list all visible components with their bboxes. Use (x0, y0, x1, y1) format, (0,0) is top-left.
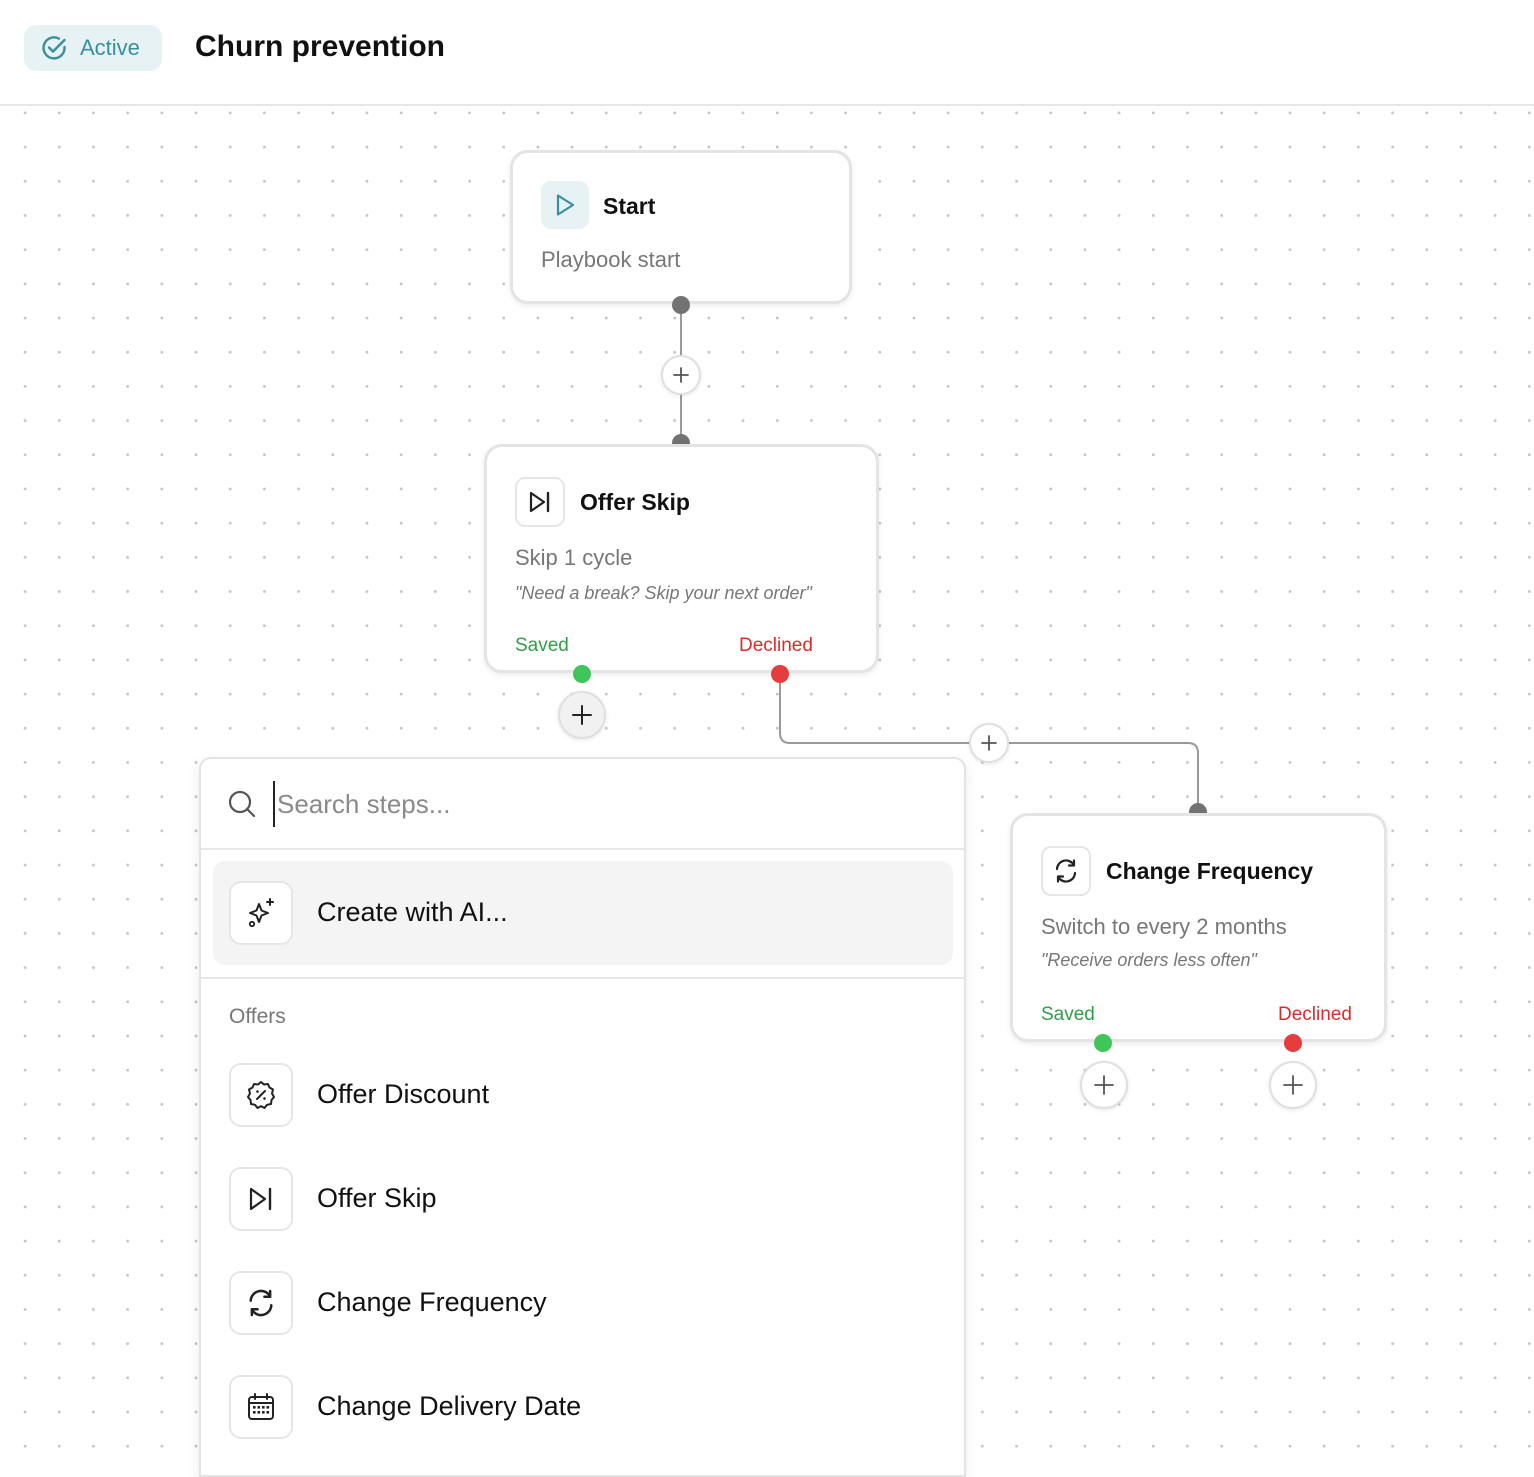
offer-skip-node-subtitle: Skip 1 cycle (515, 545, 633, 570)
skip-icon-box (515, 477, 565, 527)
change-frequency-node-title: Change Frequency (1106, 858, 1314, 884)
plus-icon (1094, 1075, 1114, 1095)
search-icon (228, 790, 256, 818)
change-frequency-declined-label: Declined (1278, 1004, 1352, 1025)
picker-divider (201, 977, 964, 979)
sparkles-icon (248, 898, 274, 928)
skip-forward-icon (529, 491, 550, 513)
offer-skip-declined-port[interactable] (771, 665, 789, 683)
check-circle-icon (42, 36, 66, 60)
search-row (201, 759, 964, 850)
offer-skip-declined-label: Declined (739, 635, 813, 656)
calendar-icon (248, 1393, 274, 1420)
plus-icon (1283, 1075, 1303, 1095)
plus-icon (673, 367, 689, 383)
status-badge[interactable]: Active (24, 25, 162, 71)
plus-icon (572, 705, 592, 725)
offer-skip-saved-port[interactable] (573, 665, 591, 683)
step-option-change-delivery-date[interactable]: Change Delivery Date (213, 1363, 953, 1453)
add-step-declined-button[interactable] (969, 723, 1009, 763)
step-option-label: Change Delivery Date (317, 1391, 582, 1421)
change-frequency-declined-port[interactable] (1284, 1034, 1302, 1052)
change-frequency-node-subtitle: Switch to every 2 months (1041, 914, 1287, 939)
create-with-ai-option[interactable]: Create with AI... (213, 861, 953, 965)
change-frequency-node-quote: "Receive orders less often" (1041, 950, 1257, 970)
refresh-icon (1055, 859, 1077, 883)
discount-icon-box (229, 1063, 293, 1127)
page-title: Churn prevention (195, 30, 446, 63)
offer-skip-node-quote: "Need a break? Skip your next order" (515, 583, 812, 603)
start-output-port[interactable] (672, 296, 690, 314)
refresh-icon (249, 1289, 273, 1317)
search-input[interactable] (273, 781, 939, 827)
add-step-declined-button[interactable] (1269, 1061, 1317, 1109)
add-step-saved-button[interactable] (558, 691, 606, 739)
step-option-offer-discount[interactable]: Offer Discount (213, 1051, 953, 1141)
change-frequency-node[interactable]: Change Frequency Switch to every 2 month… (1010, 813, 1387, 1042)
add-step-button[interactable] (661, 355, 701, 395)
skip-icon-box (229, 1167, 293, 1231)
top-bar: Active Churn prevention (0, 0, 1534, 106)
skip-forward-icon (249, 1187, 272, 1211)
change-frequency-saved-port[interactable] (1094, 1034, 1112, 1052)
offer-skip-saved-label: Saved (515, 635, 569, 656)
add-step-saved-button[interactable] (1080, 1061, 1128, 1109)
refresh-icon-box (229, 1271, 293, 1335)
start-node-title: Start (603, 193, 656, 219)
offer-skip-node[interactable]: Offer Skip Skip 1 cycle "Need a break? S… (484, 444, 879, 673)
section-label-offers: Offers (229, 1005, 286, 1028)
plus-icon (981, 735, 997, 751)
calendar-icon-box (229, 1375, 293, 1439)
create-with-ai-label: Create with AI... (317, 897, 508, 927)
sparkles-icon-box (229, 881, 293, 945)
refresh-icon-box (1041, 846, 1091, 896)
start-node[interactable]: Start Playbook start (510, 150, 852, 304)
step-option-change-frequency[interactable]: Change Frequency (213, 1259, 953, 1349)
step-option-offer-skip[interactable]: Offer Skip (213, 1155, 953, 1245)
offer-skip-node-title: Offer Skip (580, 489, 690, 515)
change-frequency-saved-label: Saved (1041, 1004, 1095, 1025)
start-node-subtitle: Playbook start (541, 247, 681, 272)
step-option-label: Change Frequency (317, 1287, 547, 1317)
play-icon-box (541, 181, 589, 229)
discount-badge-icon (247, 1081, 275, 1109)
step-option-label: Offer Skip (317, 1183, 437, 1213)
step-picker: Create with AI... Offers Offer Discount … (199, 757, 966, 1477)
play-icon (556, 194, 575, 216)
step-option-label: Offer Discount (317, 1079, 490, 1109)
status-label: Active (80, 35, 140, 60)
